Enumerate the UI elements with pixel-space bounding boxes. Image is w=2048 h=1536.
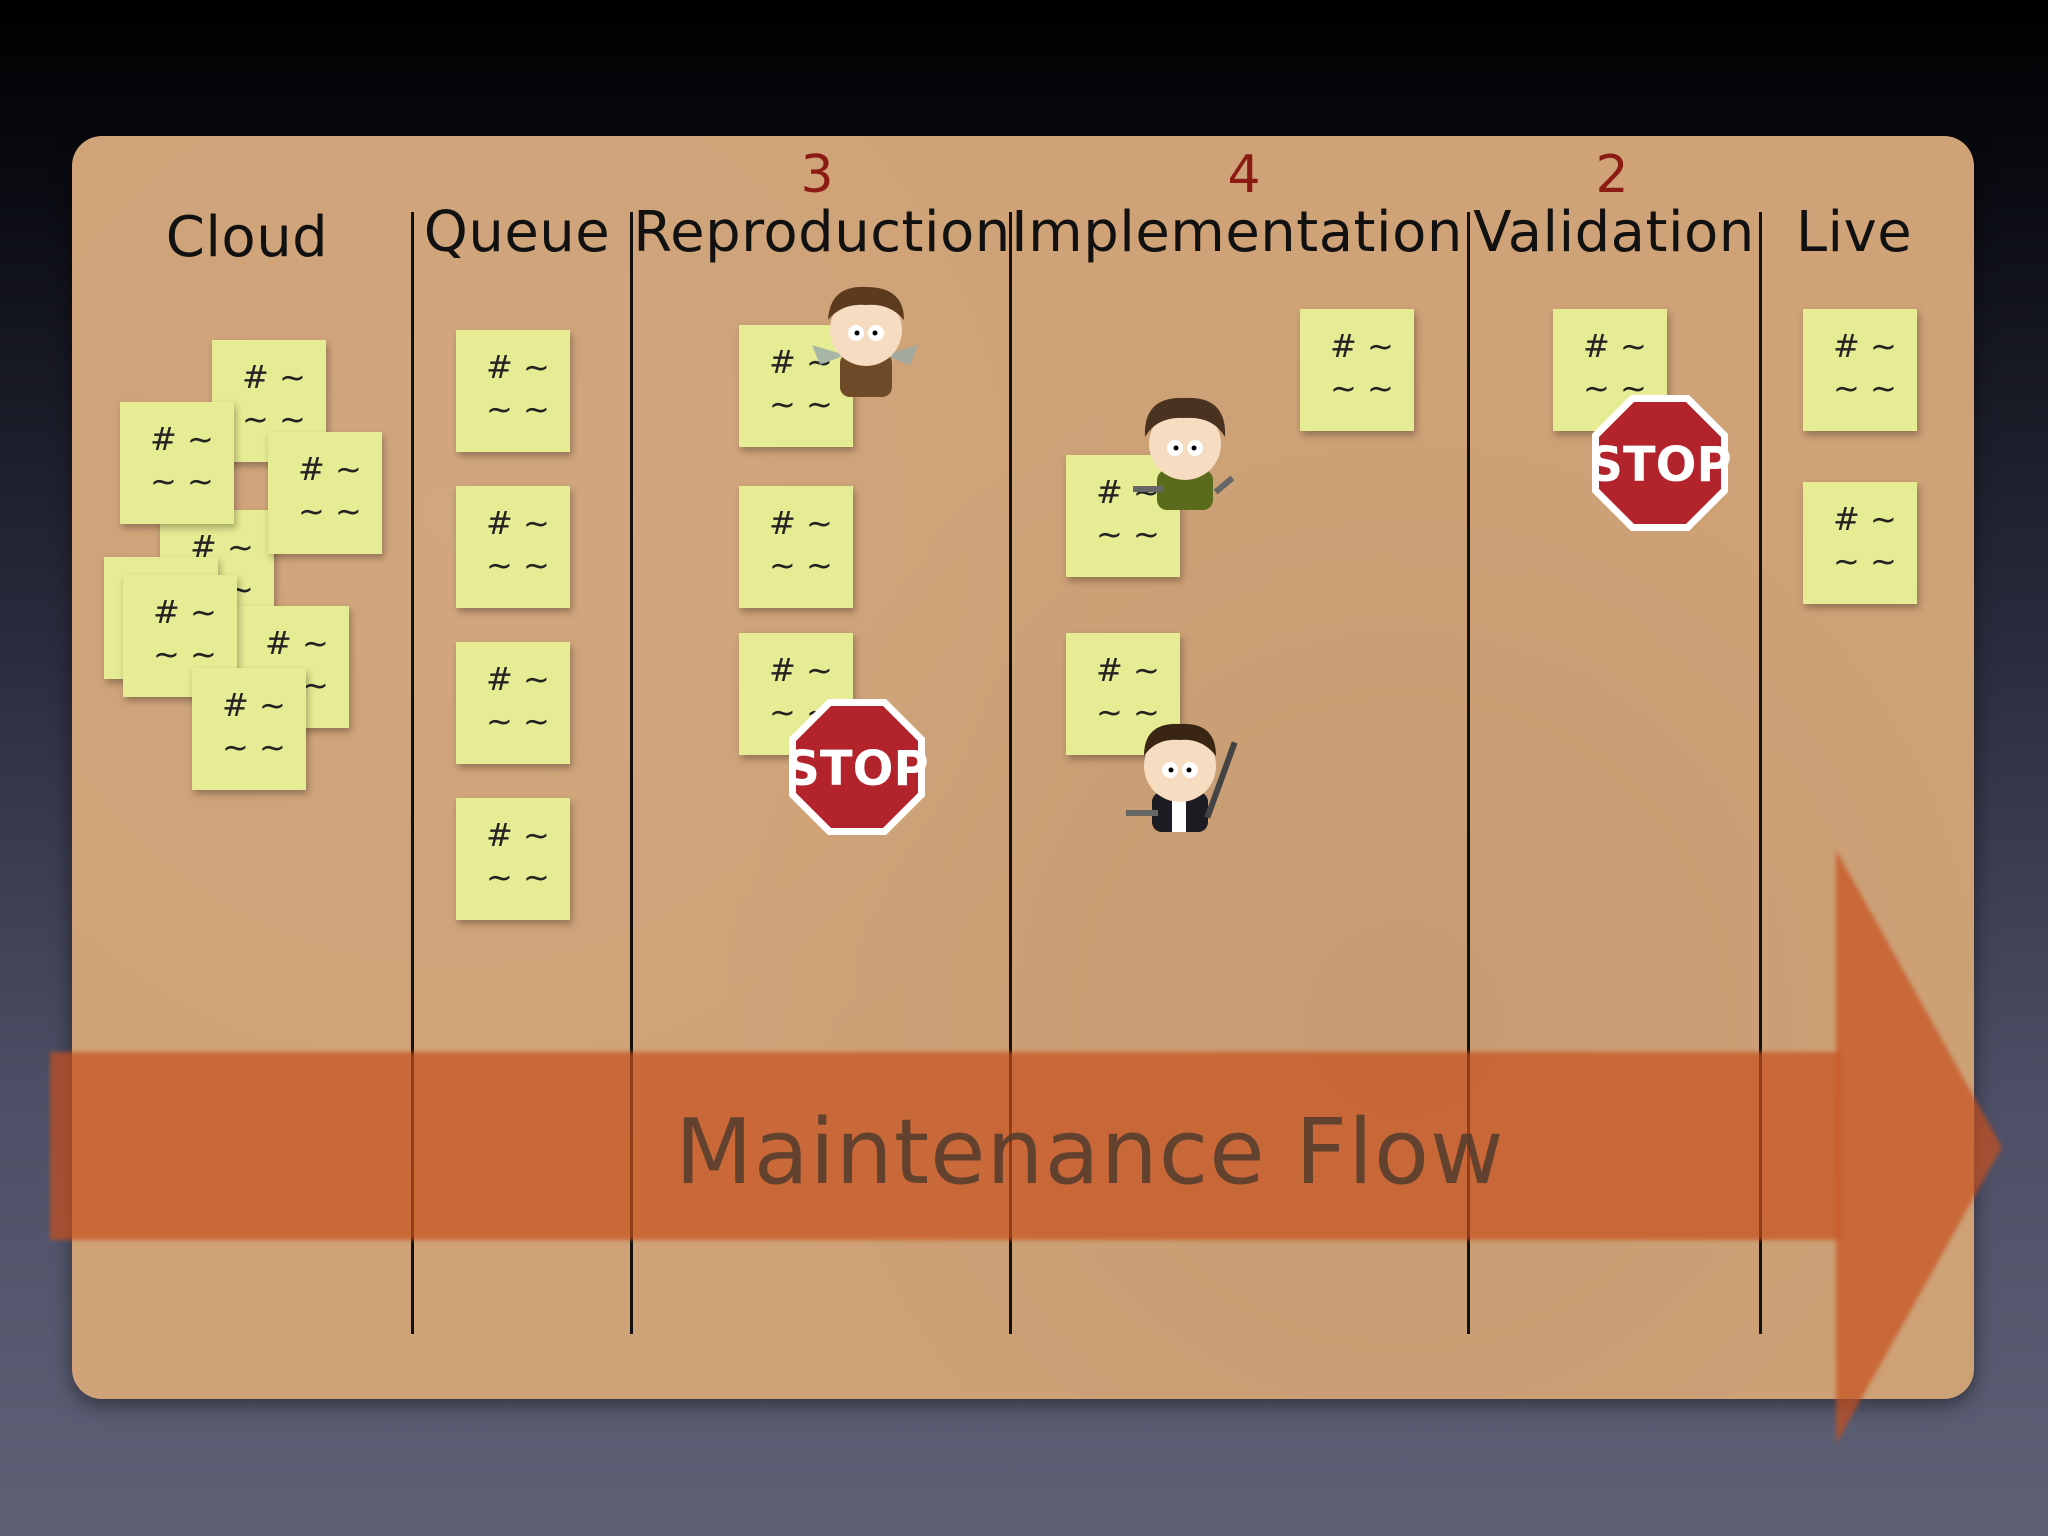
column-divider	[411, 212, 414, 1334]
column-divider	[1759, 212, 1762, 1334]
sticky-note[interactable]: # ~~ ~	[1803, 309, 1917, 431]
sticky-note[interactable]: # ~~ ~	[192, 668, 306, 790]
column-title-implementation: Implementation	[1011, 200, 1463, 265]
stop-sign-icon: STOP	[787, 699, 927, 835]
svg-text:STOP: STOP	[1590, 437, 1730, 493]
wip-limit-reproduction: 3	[800, 145, 834, 205]
wip-limit-validation: 2	[1595, 145, 1629, 205]
wip-limit-implementation: 4	[1227, 145, 1261, 205]
column-title-reproduction: Reproduction	[633, 200, 1011, 265]
svg-text:STOP: STOP	[787, 741, 927, 797]
column-divider	[1467, 212, 1470, 1334]
sticky-note[interactable]: # ~~ ~	[456, 642, 570, 764]
column-title-live: Live	[1795, 200, 1913, 265]
developer-character-icon	[1133, 397, 1235, 510]
sticky-note[interactable]: # ~~ ~	[268, 432, 382, 554]
sticky-note[interactable]: # ~~ ~	[456, 798, 570, 920]
column-divider	[630, 212, 633, 1334]
sticky-note[interactable]: # ~~ ~	[1300, 309, 1414, 431]
sticky-note[interactable]: # ~~ ~	[1553, 309, 1667, 431]
sticky-note[interactable]: # ~~ ~	[456, 486, 570, 608]
flow-arrow-head	[1836, 850, 2002, 1444]
sticky-note[interactable]: # ~~ ~	[120, 402, 234, 524]
sticky-note[interactable]: # ~~ ~	[1803, 482, 1917, 604]
sticky-note[interactable]: # ~~ ~	[739, 486, 853, 608]
column-title-cloud: Cloud	[165, 205, 329, 270]
flow-arrow-band	[50, 1052, 1840, 1240]
developer-character-icon	[812, 286, 918, 397]
developer-character-icon	[1126, 723, 1238, 832]
stop-sign-icon: STOP	[1590, 395, 1730, 531]
sticky-note[interactable]: # ~~ ~	[456, 330, 570, 452]
flow-label: Maintenance Flow	[675, 1100, 1505, 1205]
column-title-validation: Validation	[1473, 200, 1755, 265]
column-title-queue: Queue	[423, 200, 611, 265]
column-divider	[1009, 212, 1012, 1334]
